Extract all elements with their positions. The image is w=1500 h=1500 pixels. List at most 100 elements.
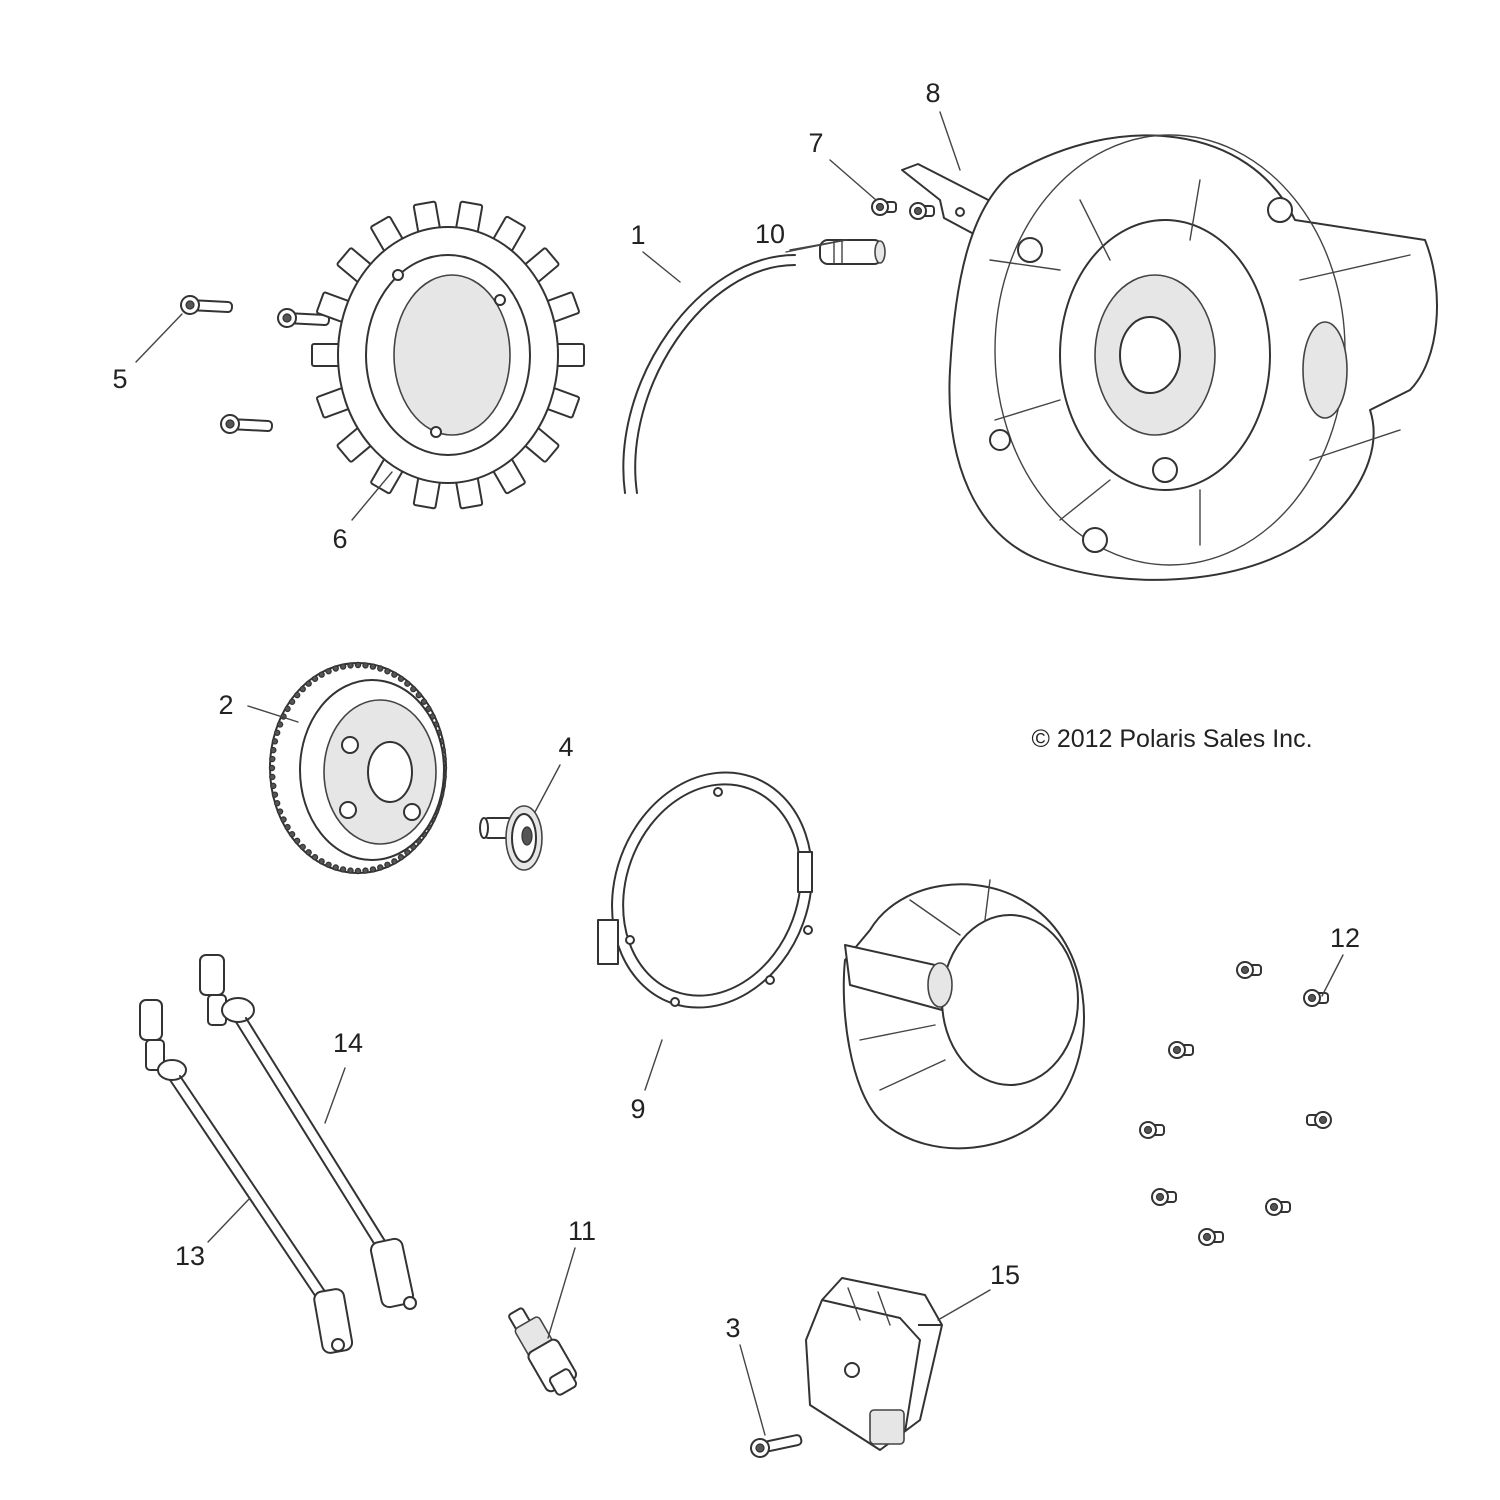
ring-gear-tooth	[268, 764, 276, 772]
ring-gear-tooth	[332, 864, 339, 871]
ring-gear-tooth	[377, 665, 384, 672]
ring-gear-tooth	[271, 791, 279, 798]
leader-2	[247, 705, 299, 723]
callout-2: 2	[218, 690, 233, 720]
leader-14	[324, 1067, 346, 1124]
ring-gear-tooth	[293, 837, 301, 845]
leader-6	[351, 471, 393, 521]
leader-3	[739, 1344, 766, 1436]
leader-9	[644, 1039, 663, 1091]
ring-gear-tooth	[311, 675, 319, 682]
starter-gear	[479, 805, 543, 871]
ring-gear-tooth	[293, 691, 301, 699]
callout-8: 8	[925, 78, 940, 108]
stator	[311, 200, 585, 510]
ring-gear-tooth	[284, 823, 291, 831]
ring-gear-tooth	[325, 861, 332, 868]
leader-5	[135, 313, 183, 363]
ring-gear-tooth	[362, 867, 369, 874]
ring-gear-tooth	[339, 663, 347, 670]
spark-plug	[508, 1307, 578, 1396]
callout-5: 5	[112, 364, 127, 394]
flywheel	[268, 661, 448, 875]
ring-gear-tooth	[299, 685, 306, 693]
stator-cover	[842, 879, 1085, 1150]
ring-gear-tooth	[384, 668, 391, 675]
ring-gear-tooth	[354, 661, 362, 669]
ring-gear-tooth	[273, 729, 281, 736]
ring-gear-tooth	[270, 782, 277, 790]
module-bolt	[748, 1429, 804, 1460]
leader-13	[207, 1197, 251, 1243]
ring-gear-tooth	[410, 685, 417, 693]
ring-gear-tooth	[318, 671, 325, 678]
cover-gasket	[597, 771, 813, 1009]
callout-1: 1	[630, 220, 645, 250]
ring-gear-tooth	[325, 668, 332, 675]
ring-gear-tooth	[420, 698, 428, 705]
ring-gear-tooth	[288, 831, 296, 838]
ring-gear-tooth	[269, 755, 276, 763]
cover-screws	[1139, 961, 1332, 1246]
leader-12	[1321, 954, 1344, 997]
bracket-screws	[871, 198, 935, 220]
copyright-notice: © 2012 Polaris Sales Inc.	[1031, 725, 1312, 753]
callout-11: 11	[568, 1216, 596, 1246]
ring-gear-tooth	[369, 866, 377, 873]
ring-gear-tooth	[288, 698, 296, 705]
ring-gear-tooth	[384, 861, 391, 868]
ring-gear-tooth	[270, 746, 277, 754]
callout-10: 10	[755, 219, 785, 249]
leader-8	[939, 111, 961, 171]
stator-bolts	[179, 294, 331, 437]
leader-15	[937, 1289, 991, 1321]
ring-gear-tooth	[284, 705, 291, 713]
spark-plug-wire-13	[139, 999, 354, 1354]
ring-gear-tooth	[404, 680, 411, 687]
ring-gear-tooth	[269, 773, 276, 781]
ring-gear-tooth	[377, 864, 384, 871]
callout-7: 7	[808, 128, 823, 158]
leader-1	[642, 251, 681, 283]
leader-11	[547, 1247, 576, 1339]
grommet	[819, 239, 886, 265]
wire-loop	[622, 254, 796, 494]
callout-4: 4	[558, 732, 573, 762]
ring-gear-tooth	[332, 665, 339, 672]
ring-gear-tooth	[397, 854, 405, 861]
stator-pole	[311, 343, 341, 367]
ring-gear-tooth	[391, 858, 398, 865]
ring-gear-tooth	[362, 662, 369, 669]
ring-gear-tooth	[276, 721, 284, 728]
flywheel-ring-gear	[268, 661, 448, 875]
callout-12: 12	[1330, 923, 1360, 953]
ring-gear-tooth	[305, 849, 312, 856]
ring-gear-tooth	[339, 866, 347, 873]
ring-gear-tooth	[276, 808, 284, 815]
ring-gear-tooth	[347, 867, 354, 874]
ring-gear-tooth	[369, 663, 377, 670]
stator-pole	[555, 343, 585, 367]
callout-6: 6	[332, 524, 347, 554]
ring-gear-tooth	[404, 849, 411, 856]
ignition-module	[805, 1277, 943, 1451]
ring-gear-tooth	[273, 800, 281, 807]
ring-gear-tooth	[311, 854, 319, 861]
callout-9: 9	[630, 1094, 645, 1124]
spark-plug-wire-14	[199, 954, 417, 1310]
leader-4	[534, 764, 561, 813]
callout-14: 14	[333, 1028, 363, 1058]
ring-gear-tooth	[347, 662, 354, 669]
ring-gear-tooth	[415, 691, 423, 699]
ring-gear-tooth	[280, 816, 287, 823]
leader-7	[829, 159, 877, 201]
callout-15: 15	[990, 1260, 1020, 1290]
ring-gear-tooth	[354, 867, 362, 875]
callout-3: 3	[725, 1313, 740, 1343]
ring-gear-tooth	[271, 738, 279, 745]
callout-13: 13	[175, 1241, 205, 1271]
ring-gear-tooth	[305, 680, 312, 687]
ring-gear-tooth	[391, 671, 398, 678]
ring-gear-tooth	[299, 843, 306, 851]
crankcase-housing	[948, 134, 1438, 581]
